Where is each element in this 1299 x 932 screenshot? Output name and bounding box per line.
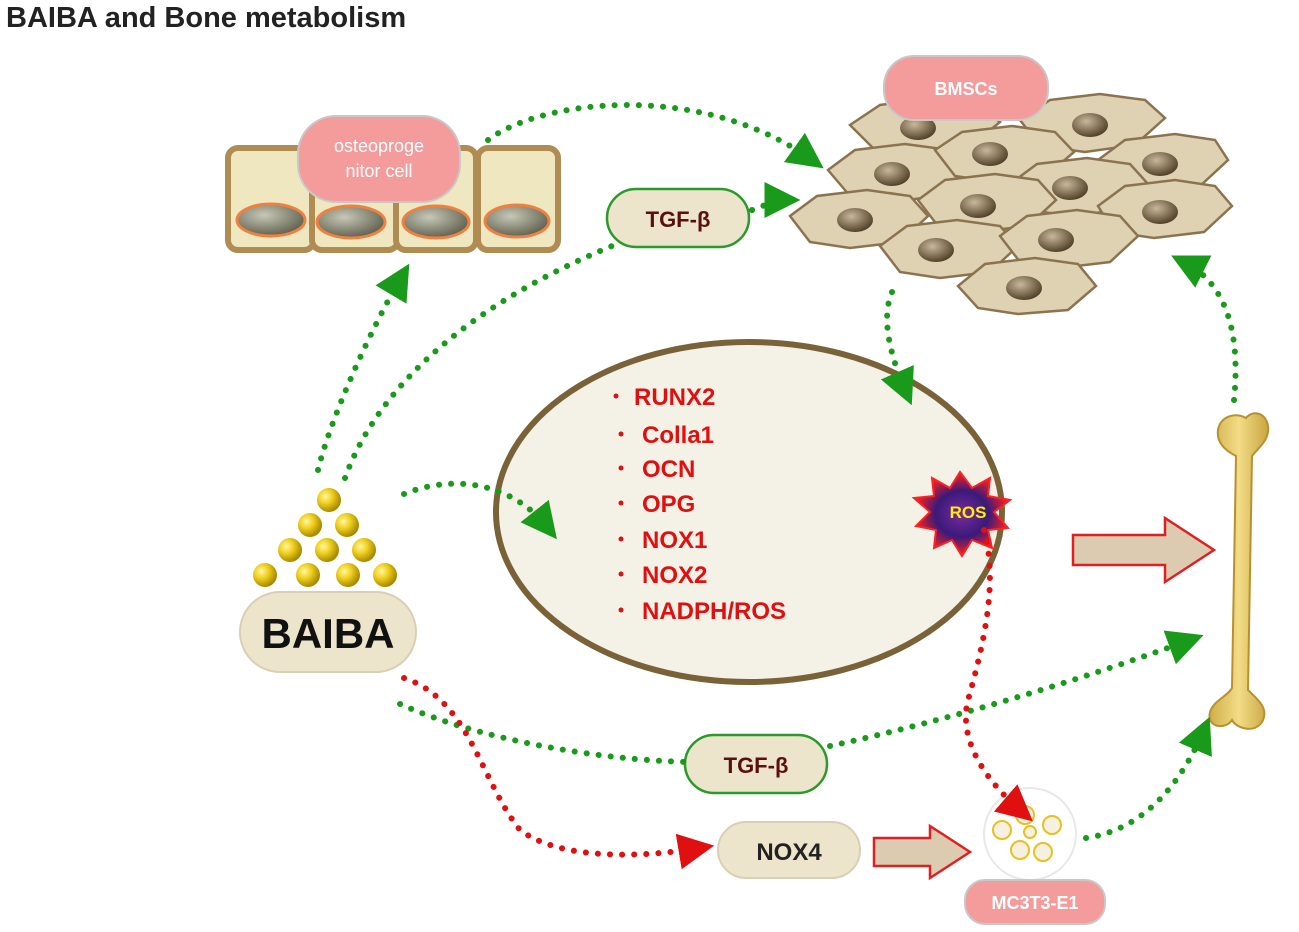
mc3t3-to-bone-arrow xyxy=(1083,716,1212,841)
cell-to-bone-arrow xyxy=(1071,515,1217,585)
bmscs-label-text: BMSCs xyxy=(934,79,997,99)
bmsc-cluster xyxy=(788,92,1234,316)
osteoprogenitor-label: osteoproge nitor cell xyxy=(297,115,461,203)
marker-item: RUNX2 xyxy=(634,384,715,411)
marker-bullet xyxy=(613,393,619,399)
nox4-label: NOX4 xyxy=(756,839,822,866)
mc3t3-label: MC3T3-E1 xyxy=(964,879,1106,925)
osteoprogenitor-label-line1: osteoproge xyxy=(334,136,424,156)
page-title: BAIBA and Bone metabolism xyxy=(6,2,407,34)
marker-item: OCN xyxy=(642,456,695,483)
osteoprogenitor-label-line2: nitor cell xyxy=(345,161,412,181)
nox4-to-mc3t3-arrow xyxy=(872,823,973,881)
bone-to-bmsc-arrow xyxy=(1171,255,1239,403)
bmsc-cell xyxy=(998,208,1140,270)
tgf-beta-bottom: TGF-β xyxy=(683,733,829,795)
tgf-beta-top: TGF-β xyxy=(605,187,751,249)
marker-item: NOX2 xyxy=(642,562,707,589)
baiba-to-osteoprogenitor-arrow xyxy=(315,263,410,473)
bmsc-cell xyxy=(956,256,1098,316)
tgf-beta-bottom-label: TGF-β xyxy=(724,753,789,778)
mc3t3-cell xyxy=(983,787,1077,881)
central-cell xyxy=(493,339,1005,685)
marker-item: OPG xyxy=(642,491,695,518)
marker-list: RUNX2 Colla1 OCN OPG NOX1 NOX2 NADPH/ROS xyxy=(613,384,786,625)
mc3t3-label-text: MC3T3-E1 xyxy=(991,893,1078,913)
marker-bullet xyxy=(618,607,624,613)
baiba-label: BAIBA xyxy=(262,610,395,657)
ros-label: ROS xyxy=(950,503,987,522)
bmsc-cell xyxy=(788,188,930,250)
baiba-to-nox4-arrow xyxy=(401,675,715,870)
marker-item: NADPH/ROS xyxy=(642,598,786,625)
baiba-molecules xyxy=(253,488,397,587)
tgf-beta-top-label: TGF-β xyxy=(646,207,711,232)
baiba-capsule: BAIBA xyxy=(239,591,417,673)
bmsc-to-cell-arrow xyxy=(880,289,914,406)
marker-item: Colla1 xyxy=(642,422,714,449)
marker-bullet xyxy=(618,571,624,577)
marker-bullet xyxy=(618,431,624,437)
bone xyxy=(1208,412,1270,730)
marker-bullet xyxy=(618,465,624,471)
osteoprogenitor-cell xyxy=(475,145,561,253)
nox4: NOX4 xyxy=(717,821,861,879)
tgf-top-to-bmsc-arrow xyxy=(749,182,801,219)
tgf-bottom-to-bone-arrow xyxy=(827,630,1204,749)
marker-bullet xyxy=(618,500,624,506)
marker-bullet xyxy=(618,536,624,542)
ros-burst: ROS xyxy=(911,470,1013,558)
osteoprogenitor-to-bmsc-arrow xyxy=(485,102,824,169)
bmscs-label: BMSCs xyxy=(883,55,1049,121)
baiba-to-tgf-bottom-arrow xyxy=(397,701,691,765)
marker-item: NOX1 xyxy=(642,527,707,554)
ros-to-mc3t3-arrow xyxy=(962,527,1033,822)
